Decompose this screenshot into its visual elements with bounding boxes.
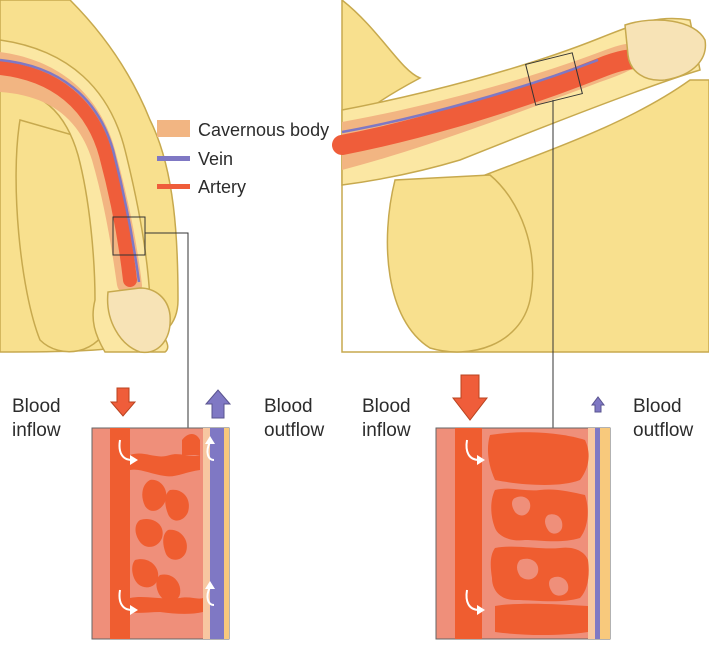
left-inflow-label-line2: inflow bbox=[12, 420, 61, 441]
left-outflow-label-line1: Blood bbox=[264, 396, 313, 417]
left-zoom-box bbox=[112, 216, 146, 256]
right-inflow-arrow bbox=[451, 374, 489, 421]
right-inflow-label-line1: Blood bbox=[362, 396, 411, 417]
right-inflow-label-line2: inflow bbox=[362, 420, 411, 441]
right-panel-skin-edge bbox=[600, 428, 610, 639]
left-inflow-label-line1: Blood bbox=[12, 396, 61, 417]
left-outflow-label-line2: outflow bbox=[264, 420, 324, 441]
right-outflow-label-line2: outflow bbox=[633, 420, 693, 441]
left-glans bbox=[106, 287, 171, 354]
right-scrotum bbox=[386, 174, 534, 353]
left-panel-flow-arrowheads bbox=[130, 436, 215, 615]
flaccid-penis-illustration bbox=[0, 0, 189, 428]
right-vein bbox=[341, 58, 599, 134]
right-panel-flow-arrowheads bbox=[477, 455, 485, 615]
left-outflow-arrow bbox=[204, 389, 232, 419]
left-tissue-panel: Blood inflow Blood outflow bbox=[12, 387, 324, 640]
left-panel-sinusoids bbox=[130, 434, 203, 614]
right-panel-light-stripe bbox=[588, 428, 595, 639]
left-panel-artery bbox=[110, 428, 130, 639]
left-panel-skin-edge bbox=[224, 428, 229, 639]
left-vein bbox=[0, 58, 141, 283]
legend-swatch-cavernous bbox=[157, 120, 190, 137]
left-panel-flow-arrows bbox=[118, 439, 215, 611]
right-glans bbox=[624, 19, 707, 81]
left-panel-vein bbox=[210, 428, 224, 639]
legend-label-vein: Vein bbox=[198, 149, 233, 169]
left-inflow-arrow bbox=[109, 387, 137, 417]
right-tissue-panel: Blood inflow Blood outflow bbox=[362, 374, 693, 640]
legend-label-cavernous: Cavernous body bbox=[198, 120, 329, 140]
legend-swatch-vein bbox=[157, 156, 190, 161]
right-zoom-box bbox=[525, 52, 583, 106]
erect-penis-illustration bbox=[332, 0, 709, 428]
left-panel-light-stripe bbox=[203, 428, 210, 639]
right-panel-gaps bbox=[512, 496, 569, 596]
legend-label-artery: Artery bbox=[198, 177, 246, 197]
left-artery bbox=[0, 61, 137, 287]
left-zoom-leader bbox=[145, 232, 189, 428]
right-panel-vein bbox=[595, 428, 600, 639]
right-outflow-arrow bbox=[591, 396, 605, 413]
right-artery bbox=[332, 49, 650, 155]
right-outflow-label-line1: Blood bbox=[633, 396, 682, 417]
right-panel-flow-arrows bbox=[465, 439, 480, 611]
legend-swatch-artery bbox=[157, 184, 190, 189]
legend: Cavernous body Vein Artery bbox=[157, 120, 329, 197]
